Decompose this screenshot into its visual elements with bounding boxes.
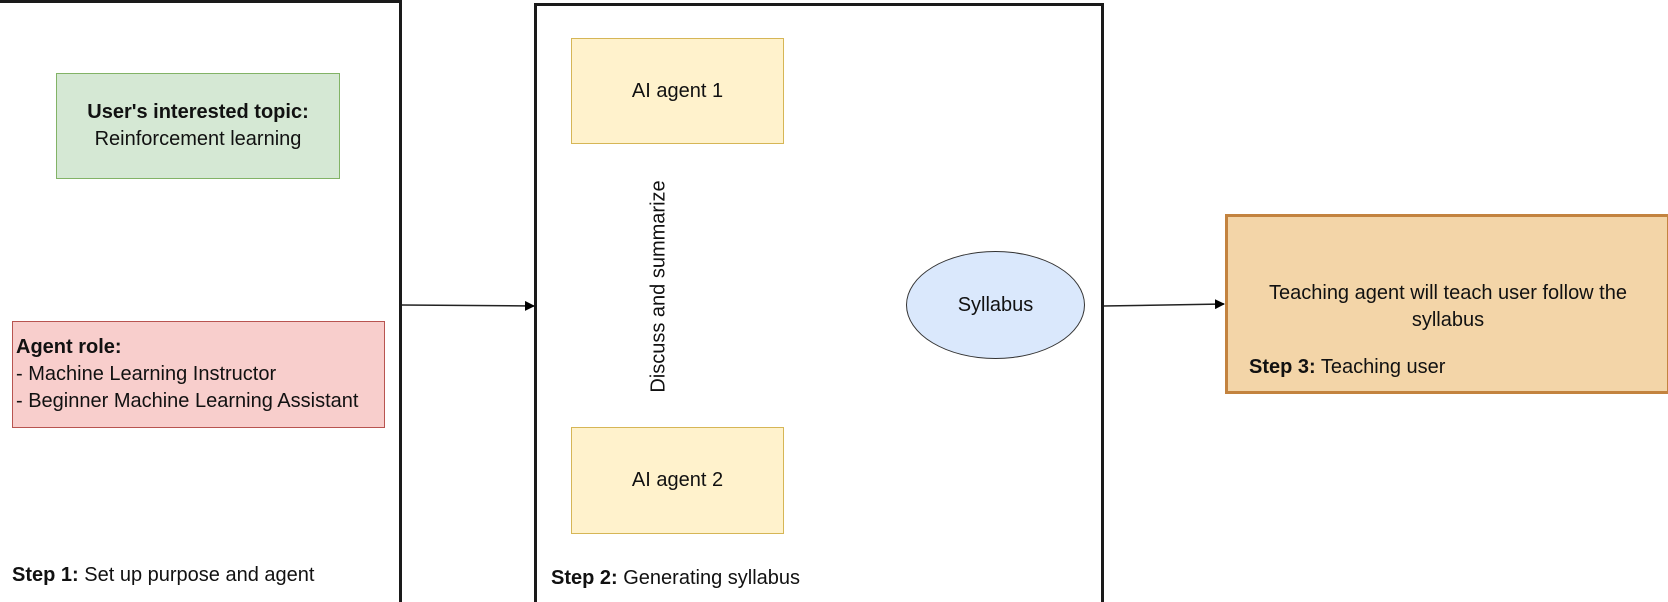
arrow-step1-to-step2 xyxy=(400,300,535,311)
discuss-label-wrap: Discuss and summarize xyxy=(549,177,769,395)
ai-agent-1-box: AI agent 1 xyxy=(571,38,784,144)
topic-heading: User's interested topic: xyxy=(87,101,309,123)
step3-text: Teaching user xyxy=(1315,356,1446,378)
agent-role-item: - Machine Learning Instructor xyxy=(16,363,277,385)
step1-label: Step 1: Set up purpose and agent xyxy=(12,564,314,587)
step2-label: Step 2: Generating syllabus xyxy=(551,567,800,590)
agent-role-box: Agent role: - Machine Learning Instructo… xyxy=(12,321,385,428)
ai-agent-1-label: AI agent 1 xyxy=(631,79,724,102)
ai-agent-2-label: AI agent 2 xyxy=(631,469,724,491)
teaching-description: Teaching agent will teach user follow th… xyxy=(1269,282,1627,331)
step3-label: Step 3: Teaching user xyxy=(1249,356,1445,379)
step2-prefix: Step 2: xyxy=(551,567,618,589)
agent-role-item: - Beginner Machine Learning Assistant xyxy=(16,390,359,412)
arrow-step2-to-step3 xyxy=(1102,299,1225,310)
teaching-box: Teaching agent will teach user follow th… xyxy=(1225,214,1668,394)
step3-prefix: Step 3: xyxy=(1249,356,1316,378)
step2-text: Generating syllabus xyxy=(617,567,801,589)
syllabus-ellipse: Syllabus xyxy=(906,251,1085,359)
step1-prefix: Step 1: xyxy=(12,564,79,586)
discuss-summarize-label: Discuss and summarize xyxy=(647,177,671,395)
agent-role-heading: Agent role: xyxy=(16,336,122,358)
ai-agent-2-box: AI agent 2 xyxy=(571,427,784,534)
syllabus-label: Syllabus xyxy=(957,293,1034,316)
step1-text: Set up purpose and agent xyxy=(78,564,315,586)
topic-box: User's interested topic: Reinforcement l… xyxy=(56,73,340,179)
topic-value: Reinforcement learning xyxy=(94,128,302,150)
